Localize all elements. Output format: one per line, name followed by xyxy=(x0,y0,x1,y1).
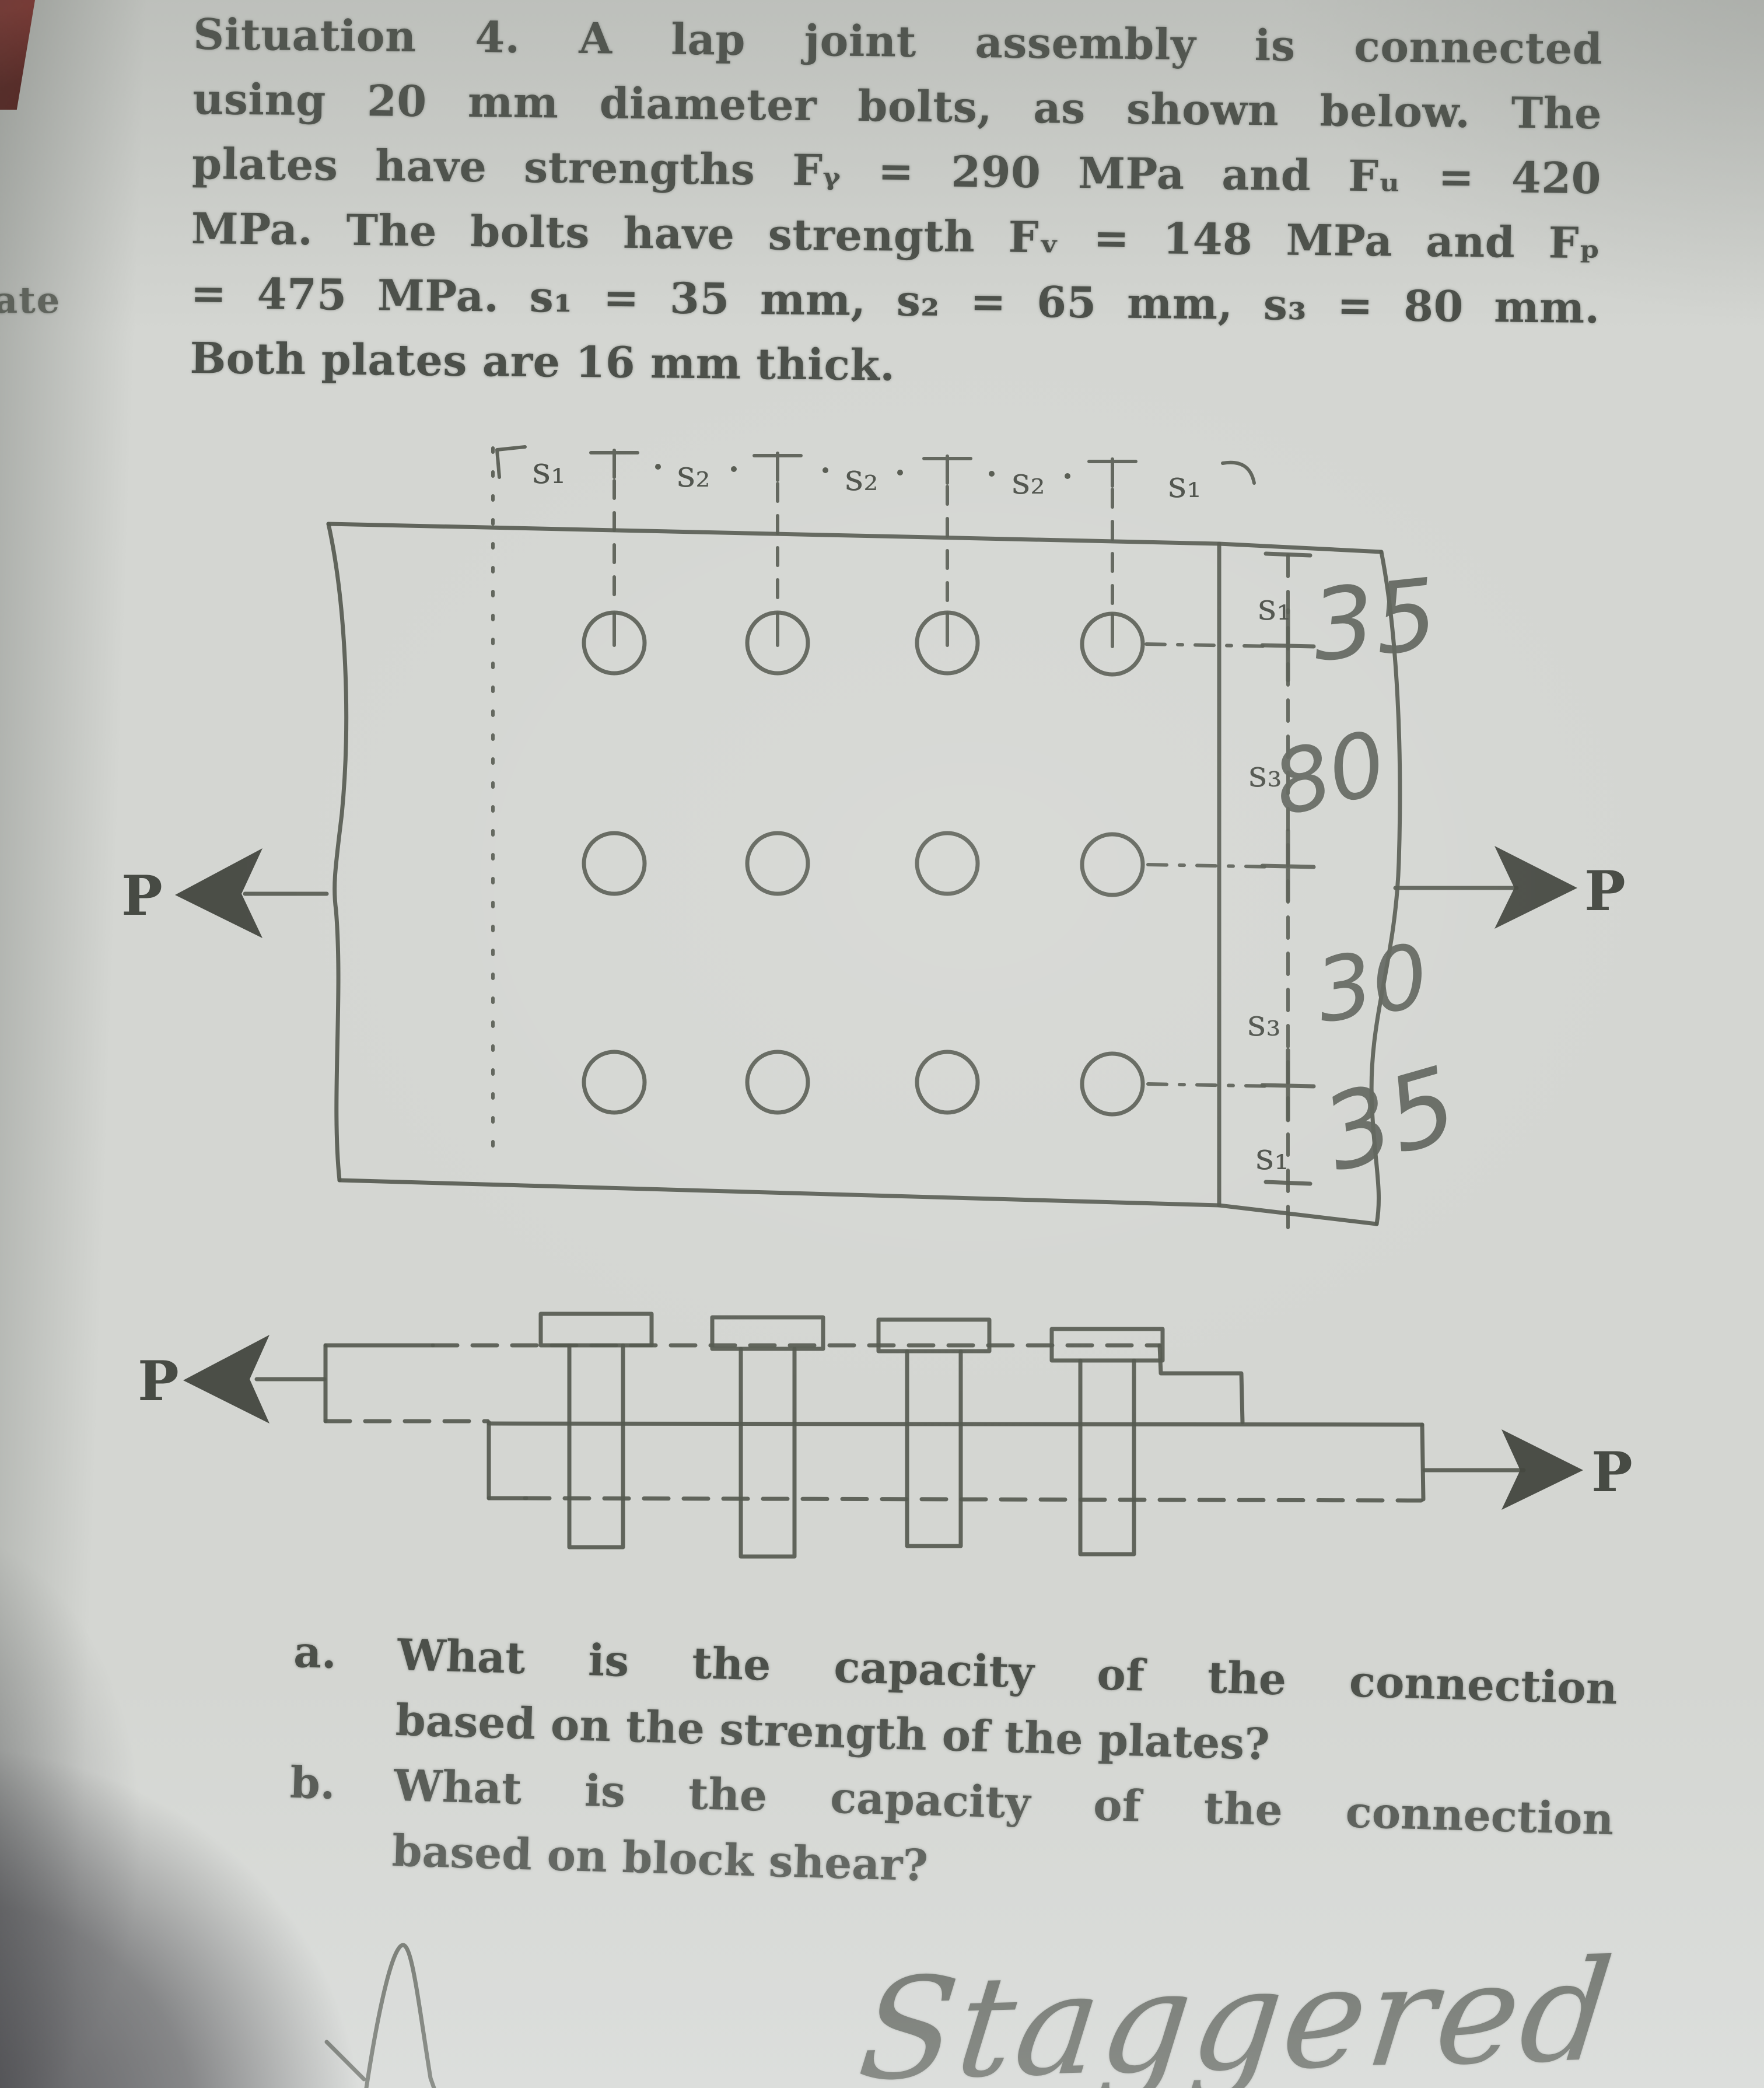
plan-left-load-label: P xyxy=(121,864,163,928)
dim-label-s1-right: s₁ xyxy=(1168,463,1202,506)
handwritten-staggered-note: Staggered xyxy=(852,1930,1622,2088)
right-dim-label-s1-bottom: s₁ xyxy=(1255,1135,1289,1178)
side-view: P P xyxy=(138,1311,1633,1559)
side-left-load-arrow: P xyxy=(138,1335,327,1424)
right-dim-label-s1-top: s₁ xyxy=(1258,586,1292,628)
plan-right-load-arrow: P xyxy=(1393,846,1626,929)
side-left-load-label: P xyxy=(138,1349,179,1414)
right-dimension-labels: s₁ s₃ s₃ s₁ xyxy=(1247,586,1292,1178)
side-bolts xyxy=(538,1311,1165,1559)
handwritten-30: 30 xyxy=(1309,925,1435,1043)
handwritten-doodle xyxy=(364,1943,436,2088)
side-upper-plate xyxy=(323,1343,1245,1425)
handwritten-dimension-values: 35 80 30 35 xyxy=(1264,557,1469,1195)
plan-left-load-arrow: P xyxy=(121,848,329,938)
dim-label-s2-1: s₂ xyxy=(677,453,710,495)
handwritten-80: 80 xyxy=(1264,712,1395,836)
centre-lines xyxy=(491,446,1316,1244)
side-right-load-arrow: P xyxy=(1422,1429,1633,1510)
handwritten-35-bottom: 35 xyxy=(1311,1044,1469,1195)
dim-label-s2-2: s₂ xyxy=(845,456,878,499)
top-dimension-row: s₁ s₂ s₂ s₂ s₁ xyxy=(495,445,1256,506)
handwritten-35-top: 35 xyxy=(1307,557,1443,684)
dim-label-s1-left: s₁ xyxy=(532,449,566,492)
plan-right-load-label: P xyxy=(1584,859,1626,924)
dim-label-s2-3: s₂ xyxy=(1012,460,1045,502)
handwritten-doodle-2 xyxy=(324,2040,366,2082)
side-right-load-label: P xyxy=(1591,1440,1633,1505)
right-dim-label-s3-bottom: s₃ xyxy=(1247,1002,1281,1044)
side-lower-plate xyxy=(487,1420,1426,1503)
bolt-holes xyxy=(582,610,1145,1117)
plan-view: s₁ s₂ s₂ s₂ s₁ xyxy=(121,445,1626,1244)
